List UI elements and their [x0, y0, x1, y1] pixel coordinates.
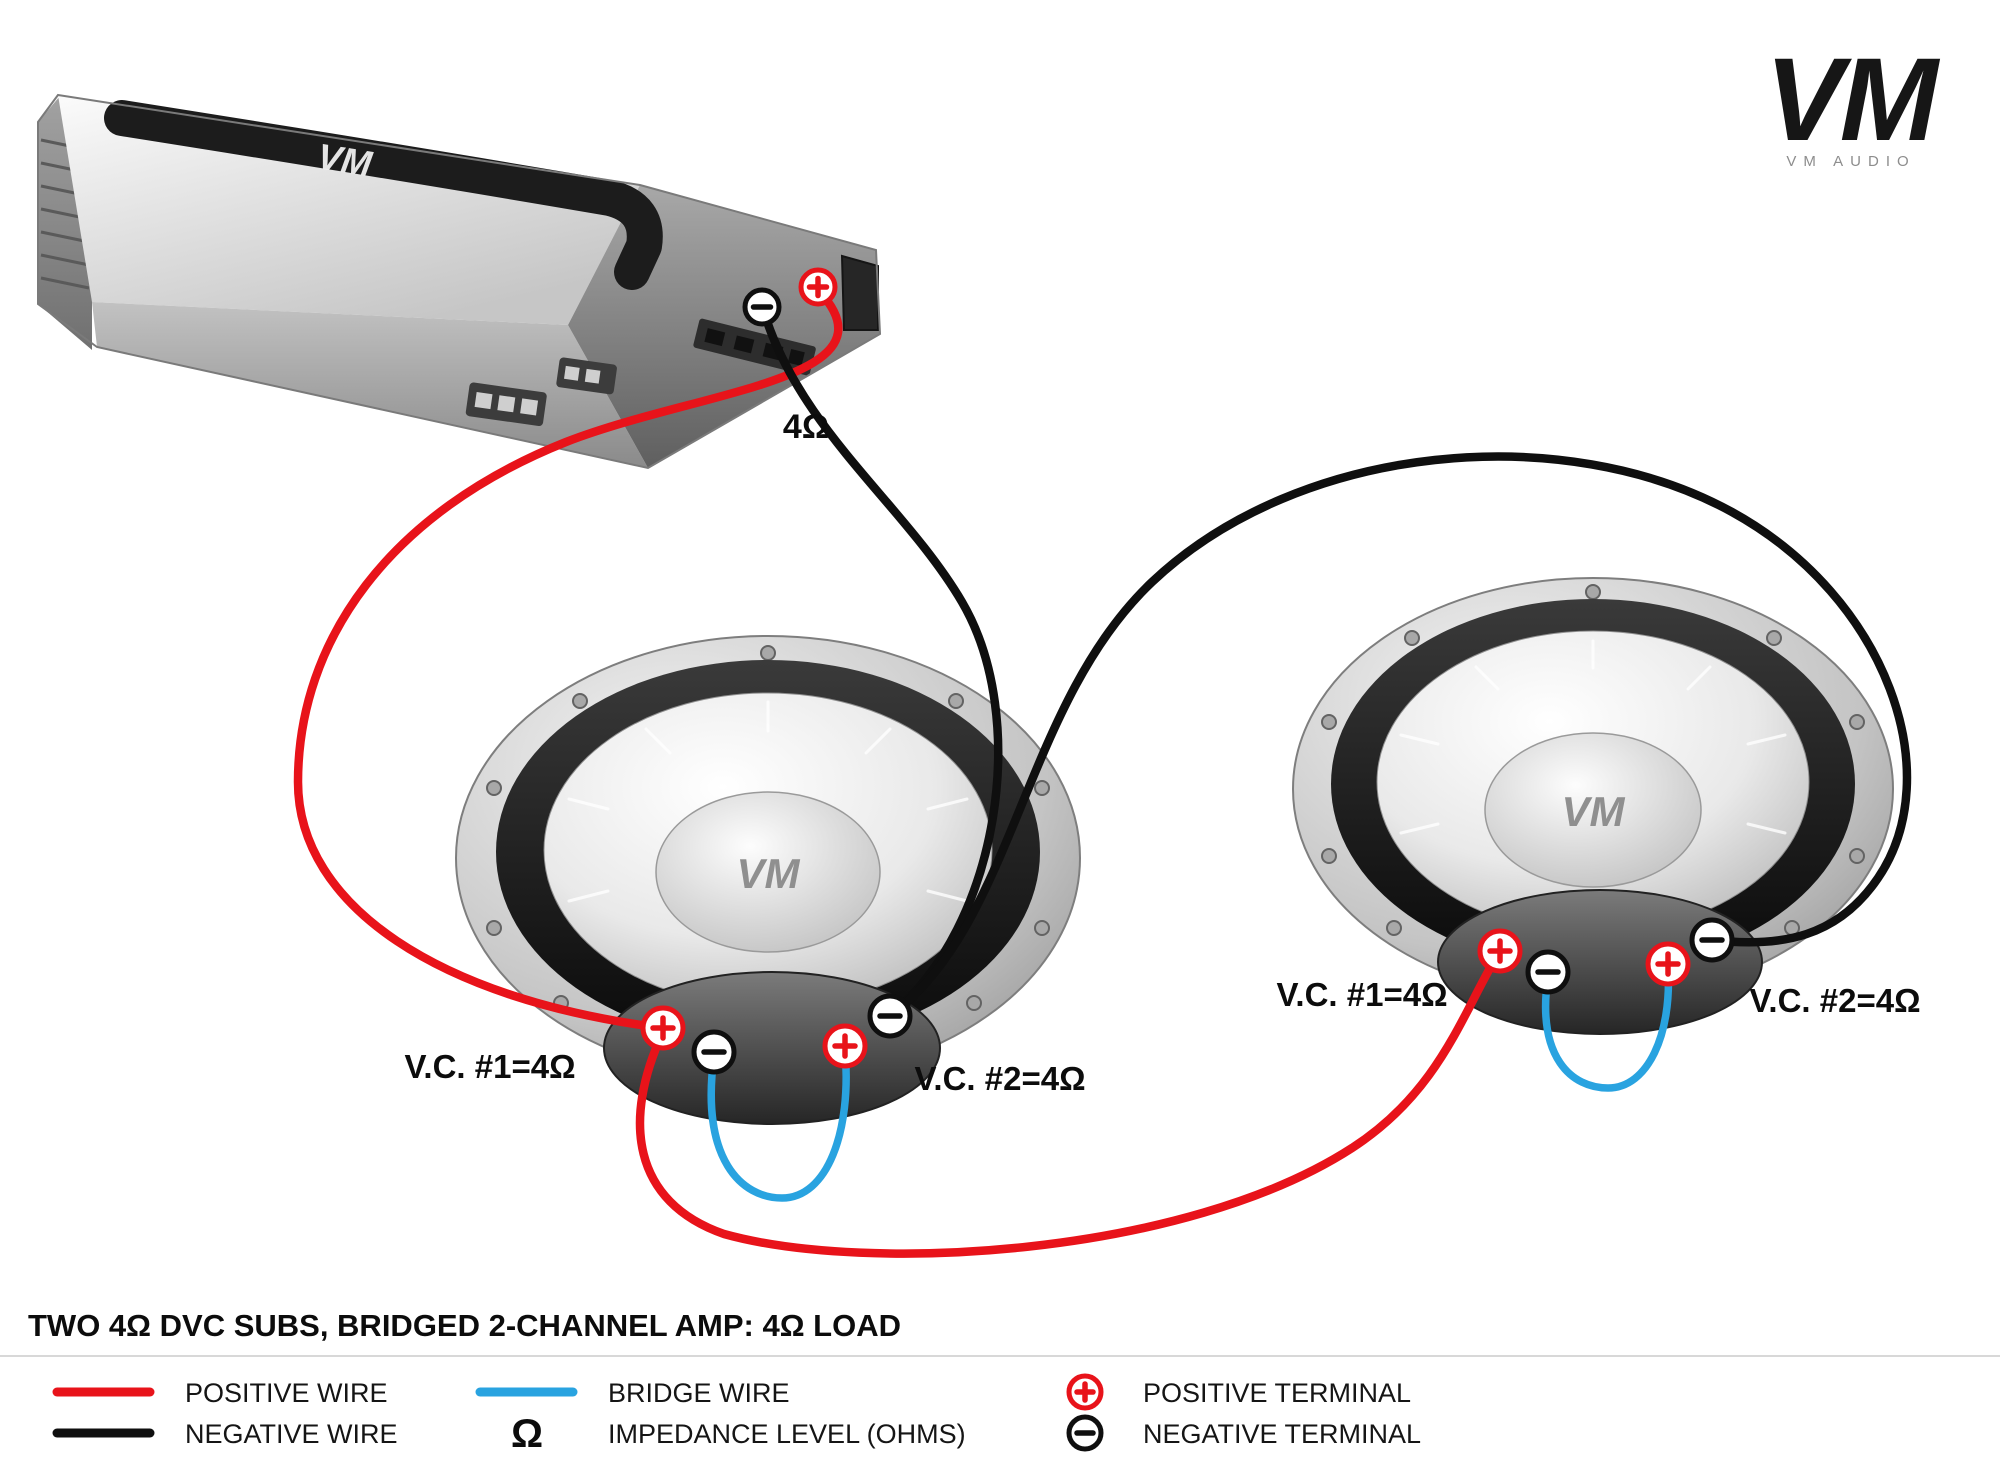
- sub2-vc2-negative-terminal: [1689, 917, 1735, 963]
- sub1-vc2-negative-terminal: [867, 993, 913, 1039]
- sub1-logo: VM: [737, 850, 801, 897]
- legend-negative-terminal-icon: [1066, 1414, 1104, 1452]
- legend-positive-wire-label: POSITIVE WIRE: [185, 1378, 388, 1408]
- amp-outline: [37, 93, 882, 470]
- vm-logo-subtext: VM AUDIO: [1786, 153, 1915, 170]
- amp-impedance-label: 4Ω: [783, 408, 829, 446]
- legend-impedance-label: IMPEDANCE LEVEL (OHMS): [608, 1419, 966, 1449]
- amp-negative-terminal: [742, 287, 782, 327]
- vm-logo-mark: VM: [1765, 34, 1941, 166]
- sub2-vc1-negative-terminal: [1525, 949, 1571, 995]
- sub1-cone-tick-marks: [567, 700, 969, 903]
- amp-positive-terminal: [798, 267, 838, 307]
- amp-port: [840, 254, 879, 331]
- legend-negative-wire-label: NEGATIVE WIRE: [185, 1419, 398, 1449]
- sub2-vc2-positive-terminal: [1645, 941, 1691, 987]
- sub2-basket: [1437, 889, 1763, 1035]
- legend-impedance-symbol: Ω: [511, 1412, 543, 1456]
- amplifier: VM: [37, 93, 882, 470]
- bridge-wire-sub1: [707, 1046, 850, 1202]
- amp-front-face: [92, 302, 648, 468]
- sub2-cone-tick-marks: [1399, 639, 1787, 835]
- negative-wire-sub1-to-sub2: [885, 452, 1912, 1021]
- positive-wire-amp-to-sub1-vc1: [293, 287, 843, 1033]
- sub2-vc1-label: V.C. #1=4Ω: [1276, 976, 1447, 1013]
- amp-front-connectors: [465, 357, 617, 427]
- sub1-dust-cap: [655, 791, 881, 953]
- legend-negative-terminal-label: NEGATIVE TERMINAL: [1143, 1419, 1421, 1449]
- subwoofer-1: VM: [455, 635, 1081, 1125]
- sub2-vc2-label: V.C. #2=4Ω: [1749, 982, 1920, 1019]
- sub1-screws: [486, 645, 1050, 1011]
- vm-audio-logo: VM VM AUDIO: [1765, 34, 1945, 170]
- sub1-vc1-positive-terminal: [640, 1005, 686, 1051]
- amp-stripe: [104, 100, 663, 290]
- bridge-wire-sub2: [1541, 964, 1673, 1092]
- legend-positive-terminal-icon: [1066, 1373, 1104, 1411]
- sub1-vc1-negative-terminal: [691, 1029, 737, 1075]
- subwoofer-2: VM: [1292, 577, 1894, 1035]
- positive-wire-sub1-to-sub2: [635, 946, 1505, 1258]
- diagram-title: TWO 4Ω DVC SUBS, BRIDGED 2-CHANNEL AMP: …: [28, 1308, 901, 1343]
- sub1-vc2-label: V.C. #2=4Ω: [914, 1060, 1085, 1097]
- legend-positive-terminal-label: POSITIVE TERMINAL: [1143, 1378, 1411, 1408]
- sub1-basket: [603, 971, 941, 1125]
- amp-top-face: [58, 95, 640, 325]
- sub2-vc1-positive-terminal: [1477, 928, 1523, 974]
- negative-wire-amp-to-sub1-vc2: [759, 307, 1003, 1021]
- sub2-logo: VM: [1562, 788, 1626, 835]
- legend: POSITIVE WIRE NEGATIVE WIRE BRIDGE WIRE …: [52, 1373, 1421, 1456]
- sub2-dust-cap: [1484, 732, 1702, 888]
- sub1-vc2-positive-terminal: [822, 1023, 868, 1069]
- legend-bridge-wire-label: BRIDGE WIRE: [608, 1378, 790, 1408]
- sub2-screws: [1321, 584, 1865, 936]
- amp-logo: VM: [315, 135, 376, 184]
- sub1-vc1-label: V.C. #1=4Ω: [404, 1048, 575, 1085]
